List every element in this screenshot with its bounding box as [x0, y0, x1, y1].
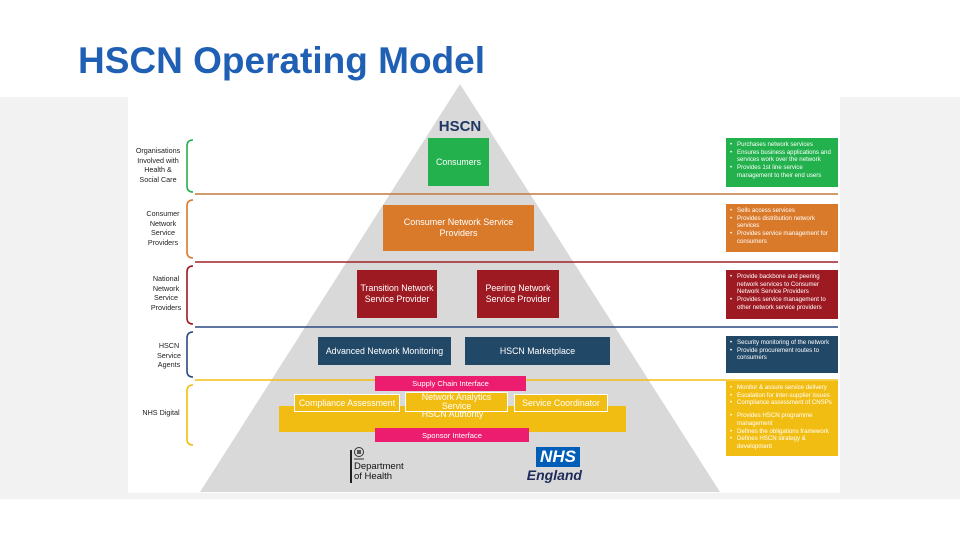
description-item: Provides 1st line service management to … [730, 164, 835, 179]
description-item: Escalation for inter-supplier issues [730, 392, 835, 400]
description-cnsp: Sells access services Provides distribut… [726, 204, 838, 252]
bracket-agents [186, 331, 194, 378]
royal-crest-icon [354, 447, 364, 460]
consumers-box: Consumers [428, 138, 489, 186]
nhs-logo-subtitle: England [526, 467, 582, 483]
nhs-logo-box: NHS [536, 447, 580, 467]
compliance-assessment-box: Compliance Assessment [294, 394, 400, 412]
nhs-england-logo: NHS England [518, 447, 582, 485]
description-consumers: Purchases network services Ensures busin… [726, 138, 838, 187]
description-item: Provides service management for consumer… [730, 230, 835, 245]
pyramid [200, 84, 720, 492]
network-monitoring-box: Advanced Network Monitoring [318, 337, 451, 365]
slide-title: HSCN Operating Model [78, 40, 486, 81]
description-item: Monitor & assure service delivery [730, 384, 835, 392]
description-item: Provides distribution network services [730, 215, 835, 230]
network-analytics-box: Network Analytics Service [405, 392, 508, 412]
description-item: Provides service management to other net… [730, 296, 835, 311]
description-item: Security monitoring of the network [730, 339, 835, 347]
description-nhs-digital: Monitor & assure service delivery Escala… [726, 381, 838, 456]
bracket-nhs-digital [186, 384, 194, 446]
description-item: Provide backbone and peering network ser… [730, 273, 835, 296]
description-nnsp: Provide backbone and peering network ser… [726, 270, 838, 319]
description-item: Provides HSCN programme management [730, 412, 835, 427]
tier-label-national-nsp: National Network Service Providers [150, 274, 182, 312]
bracket-cnsp [186, 199, 194, 259]
transition-nsp-box: Transition Network Service Provider [357, 270, 437, 318]
description-item: Provide procurement routes to consumers [730, 347, 835, 362]
description-item: Defines HSCN strategy & development [730, 435, 835, 450]
logo-bar [350, 450, 352, 483]
department-of-health-logo: Department of Health [348, 446, 408, 486]
pyramid-title: HSCN [438, 118, 482, 135]
description-item: Purchases network services [730, 141, 835, 149]
sponsor-interface-box: Sponsor Interface [375, 428, 529, 442]
hscn-marketplace-box: HSCN Marketplace [465, 337, 610, 365]
description-agents: Security monitoring of the network Provi… [726, 336, 838, 373]
supply-chain-interface-box: Supply Chain Interface [375, 376, 526, 391]
description-item: Compliance assessment of CNSPs [730, 399, 835, 407]
tier-label-consumer-nsp: Consumer Network Service Providers [146, 209, 180, 247]
tier-label-organisations: Organisations Involved with Health & Soc… [135, 146, 181, 184]
bracket-orgs [186, 139, 194, 193]
tier-label-nhs-digital: NHS Digital [142, 408, 180, 417]
cnsp-box: Consumer Network Service Providers [383, 205, 534, 251]
peering-nsp-box: Peering Network Service Provider [477, 270, 559, 318]
service-coordinator-box: Service Coordinator [514, 394, 608, 412]
description-item: Ensures business applications and servic… [730, 149, 835, 164]
doh-logo-text: Department of Health [354, 461, 404, 482]
description-item: Defines the obligations framework [730, 428, 835, 436]
description-item: Sells access services [730, 207, 835, 215]
tier-label-service-agents: HSCN Service Agents [157, 341, 181, 369]
bracket-nnsp [186, 265, 194, 325]
